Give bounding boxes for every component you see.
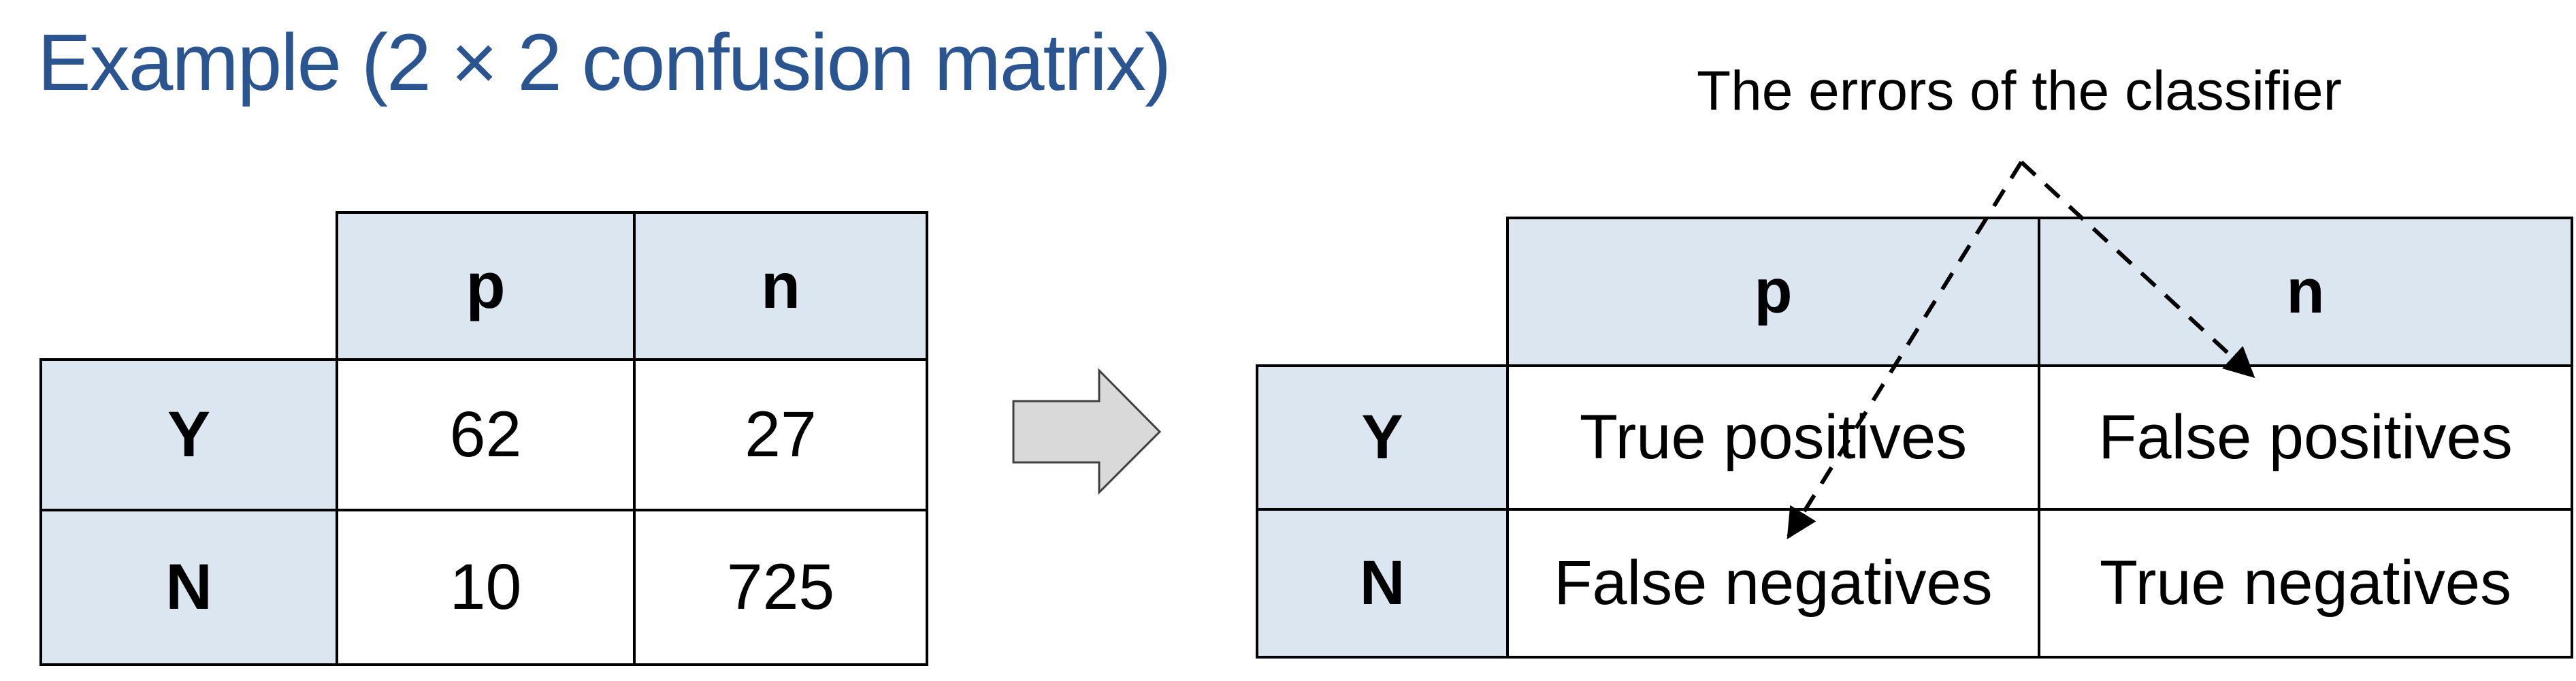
left-matrix-true-positive-count: 62 [336,358,636,511]
left-matrix-col-header-p: p [336,211,636,361]
right-matrix-true-positives-cell: True positives [1506,364,2040,511]
left-matrix-true-negative-count: 725 [633,509,928,666]
left-matrix-row-header-n: N [39,509,338,666]
left-matrix-row-header-y: Y [39,358,338,511]
left-matrix-false-positive-count: 27 [633,358,928,511]
left-matrix-col-header-n: n [633,211,928,361]
right-matrix-false-positives-cell: False positives [2038,364,2573,511]
transform-right-block-arrow-icon [1012,368,1162,495]
errors-annotation-label: The errors of the classifier [1697,60,2342,122]
right-confusion-matrix: p n Y True positives False positives N F… [1256,217,2573,659]
right-matrix-corner-cell [1257,218,1507,366]
right-matrix-false-negatives-cell: False negatives [1506,508,2040,659]
right-matrix-true-negatives-cell: True negatives [2038,508,2573,659]
left-matrix-corner-cell [41,212,337,360]
right-matrix-col-header-n: n [2038,217,2573,367]
right-matrix-col-header-p: p [1506,217,2040,367]
slide-title: Example (2 × 2 confusion matrix) [37,18,1171,108]
right-matrix-row-header-y: Y [1256,364,1509,511]
right-matrix-row-header-n: N [1256,508,1509,659]
left-confusion-matrix: p n Y 62 27 N 10 725 [39,211,928,666]
left-matrix-false-negative-count: 10 [336,509,636,666]
